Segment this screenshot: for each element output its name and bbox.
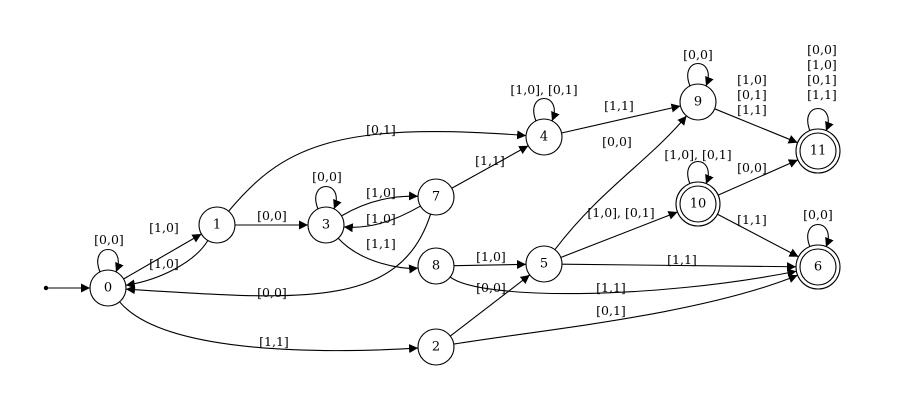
edge-label-9-to-11: [1,0][0,1][1,1] xyxy=(737,72,767,117)
edge-label-3-to-8: [1,1] xyxy=(366,236,396,251)
edge-label-6-to-6: [0,0] xyxy=(803,207,833,222)
edge-label-11-to-11: [0,0][1,0][0,1][1,1] xyxy=(807,42,837,102)
state-9: 9 xyxy=(679,83,717,121)
edge-3-to-3 xyxy=(315,186,342,210)
edge-label-2-to-5: [0,0] xyxy=(476,280,506,295)
state-label-10: 10 xyxy=(690,197,707,212)
edge-label-5-to-6: [1,1] xyxy=(667,252,697,267)
edge-3-to-8 xyxy=(337,237,419,274)
edge-label-1-to-3: [0,0] xyxy=(257,208,287,223)
edge-label-8-to-5: [1,0] xyxy=(476,249,506,264)
state-0: 0 xyxy=(89,269,127,307)
state-label-3: 3 xyxy=(322,218,330,233)
edge-label-5-to-10: [1,0], [0,1] xyxy=(587,205,654,220)
state-1: 1 xyxy=(198,206,236,244)
edge-label-9-to-9: [0,0] xyxy=(683,47,713,62)
edge-label-7-to-0: [0,0] xyxy=(257,285,287,300)
edge-5-to-10 xyxy=(560,211,678,258)
edge-0-to-1 xyxy=(123,233,202,280)
state-6: 6 xyxy=(795,244,841,290)
edge-label-8-to-6: [1,1] xyxy=(596,280,626,295)
state-label-11: 11 xyxy=(810,144,827,159)
state-7: 7 xyxy=(417,178,455,216)
edge-7-to-0 xyxy=(125,213,432,297)
edge-label-5-to-9: [0,0] xyxy=(602,134,632,149)
transition-labels: [0,0][1,0][1,0][1,1][0,1][0,0][0,0][1,0]… xyxy=(94,42,837,349)
edge-label-3-to-3: [0,0] xyxy=(312,169,342,184)
state-label-6: 6 xyxy=(814,260,822,275)
state-11: 11 xyxy=(795,128,841,174)
state-8: 8 xyxy=(417,247,455,285)
edge-label-0-to-2: [1,1] xyxy=(259,334,289,349)
state-label-4: 4 xyxy=(540,130,548,145)
edge-label-0-to-0: [0,0] xyxy=(94,232,124,247)
edge-0-to-0 xyxy=(97,249,124,273)
edge-3-to-7 xyxy=(341,191,419,217)
state-label-2: 2 xyxy=(432,340,440,355)
edge-2-to-6 xyxy=(453,274,798,345)
state-label-0: 0 xyxy=(104,281,112,296)
edge-10-to-11 xyxy=(714,159,799,198)
transitions xyxy=(43,63,834,354)
state-4: 4 xyxy=(525,118,563,156)
edge-6-to-6 xyxy=(807,224,834,248)
edge-4-to-9 xyxy=(561,103,681,134)
state-2: 2 xyxy=(417,328,455,366)
edge-10-to-6 xyxy=(713,211,799,258)
edge-11-to-11 xyxy=(807,108,834,132)
edge-label-2-to-6: [0,1] xyxy=(596,303,626,318)
state-label-9: 9 xyxy=(694,95,702,110)
edge-2-to-5 xyxy=(449,274,531,337)
edge-8-to-5 xyxy=(453,260,527,269)
edge-7-to-3 xyxy=(343,205,421,233)
states: 0 1 2 3 4 5 6 7 8 9 10 11 xyxy=(89,83,841,366)
state-5: 5 xyxy=(525,245,563,283)
edge-10-to-10 xyxy=(687,161,714,185)
edge-label-3-to-7: [1,0] xyxy=(366,185,396,200)
edge-label-4-to-9: [1,1] xyxy=(604,98,634,113)
edge-7-to-4 xyxy=(451,145,529,189)
edge-label-7-to-4: [1,1] xyxy=(475,153,505,168)
edge-0-to-2 xyxy=(119,301,419,354)
edge-label-10-to-10: [1,0], [0,1] xyxy=(664,147,731,162)
edge-label-10-to-6: [1,1] xyxy=(737,212,767,227)
edge-9-to-9 xyxy=(687,63,714,87)
edge-1-to-0 xyxy=(125,240,209,289)
initial-dot xyxy=(43,285,49,291)
state-10: 10 xyxy=(675,181,721,227)
edge-label-10-to-11: [0,0] xyxy=(737,160,767,175)
edge-9-to-11 xyxy=(714,108,798,144)
edge-1-to-4 xyxy=(228,130,527,212)
state-label-8: 8 xyxy=(432,259,440,274)
state-label-1: 1 xyxy=(213,218,221,233)
edge-label-0-to-1: [1,0] xyxy=(149,220,179,235)
edge-label-1-to-0: [1,0] xyxy=(149,256,179,271)
edge-5-to-9 xyxy=(554,115,687,250)
edge-5-to-6 xyxy=(561,262,797,272)
edge-8-to-6 xyxy=(449,268,797,295)
edge-label-1-to-4: [0,1] xyxy=(366,122,396,137)
state-label-5: 5 xyxy=(540,257,548,272)
edge-label-7-to-3: [1,0] xyxy=(366,211,396,226)
state-label-7: 7 xyxy=(432,190,440,205)
edge-4-to-4 xyxy=(533,98,560,122)
edge-label-4-to-4: [1,0], [0,1] xyxy=(510,82,577,97)
state-3: 3 xyxy=(307,206,345,244)
